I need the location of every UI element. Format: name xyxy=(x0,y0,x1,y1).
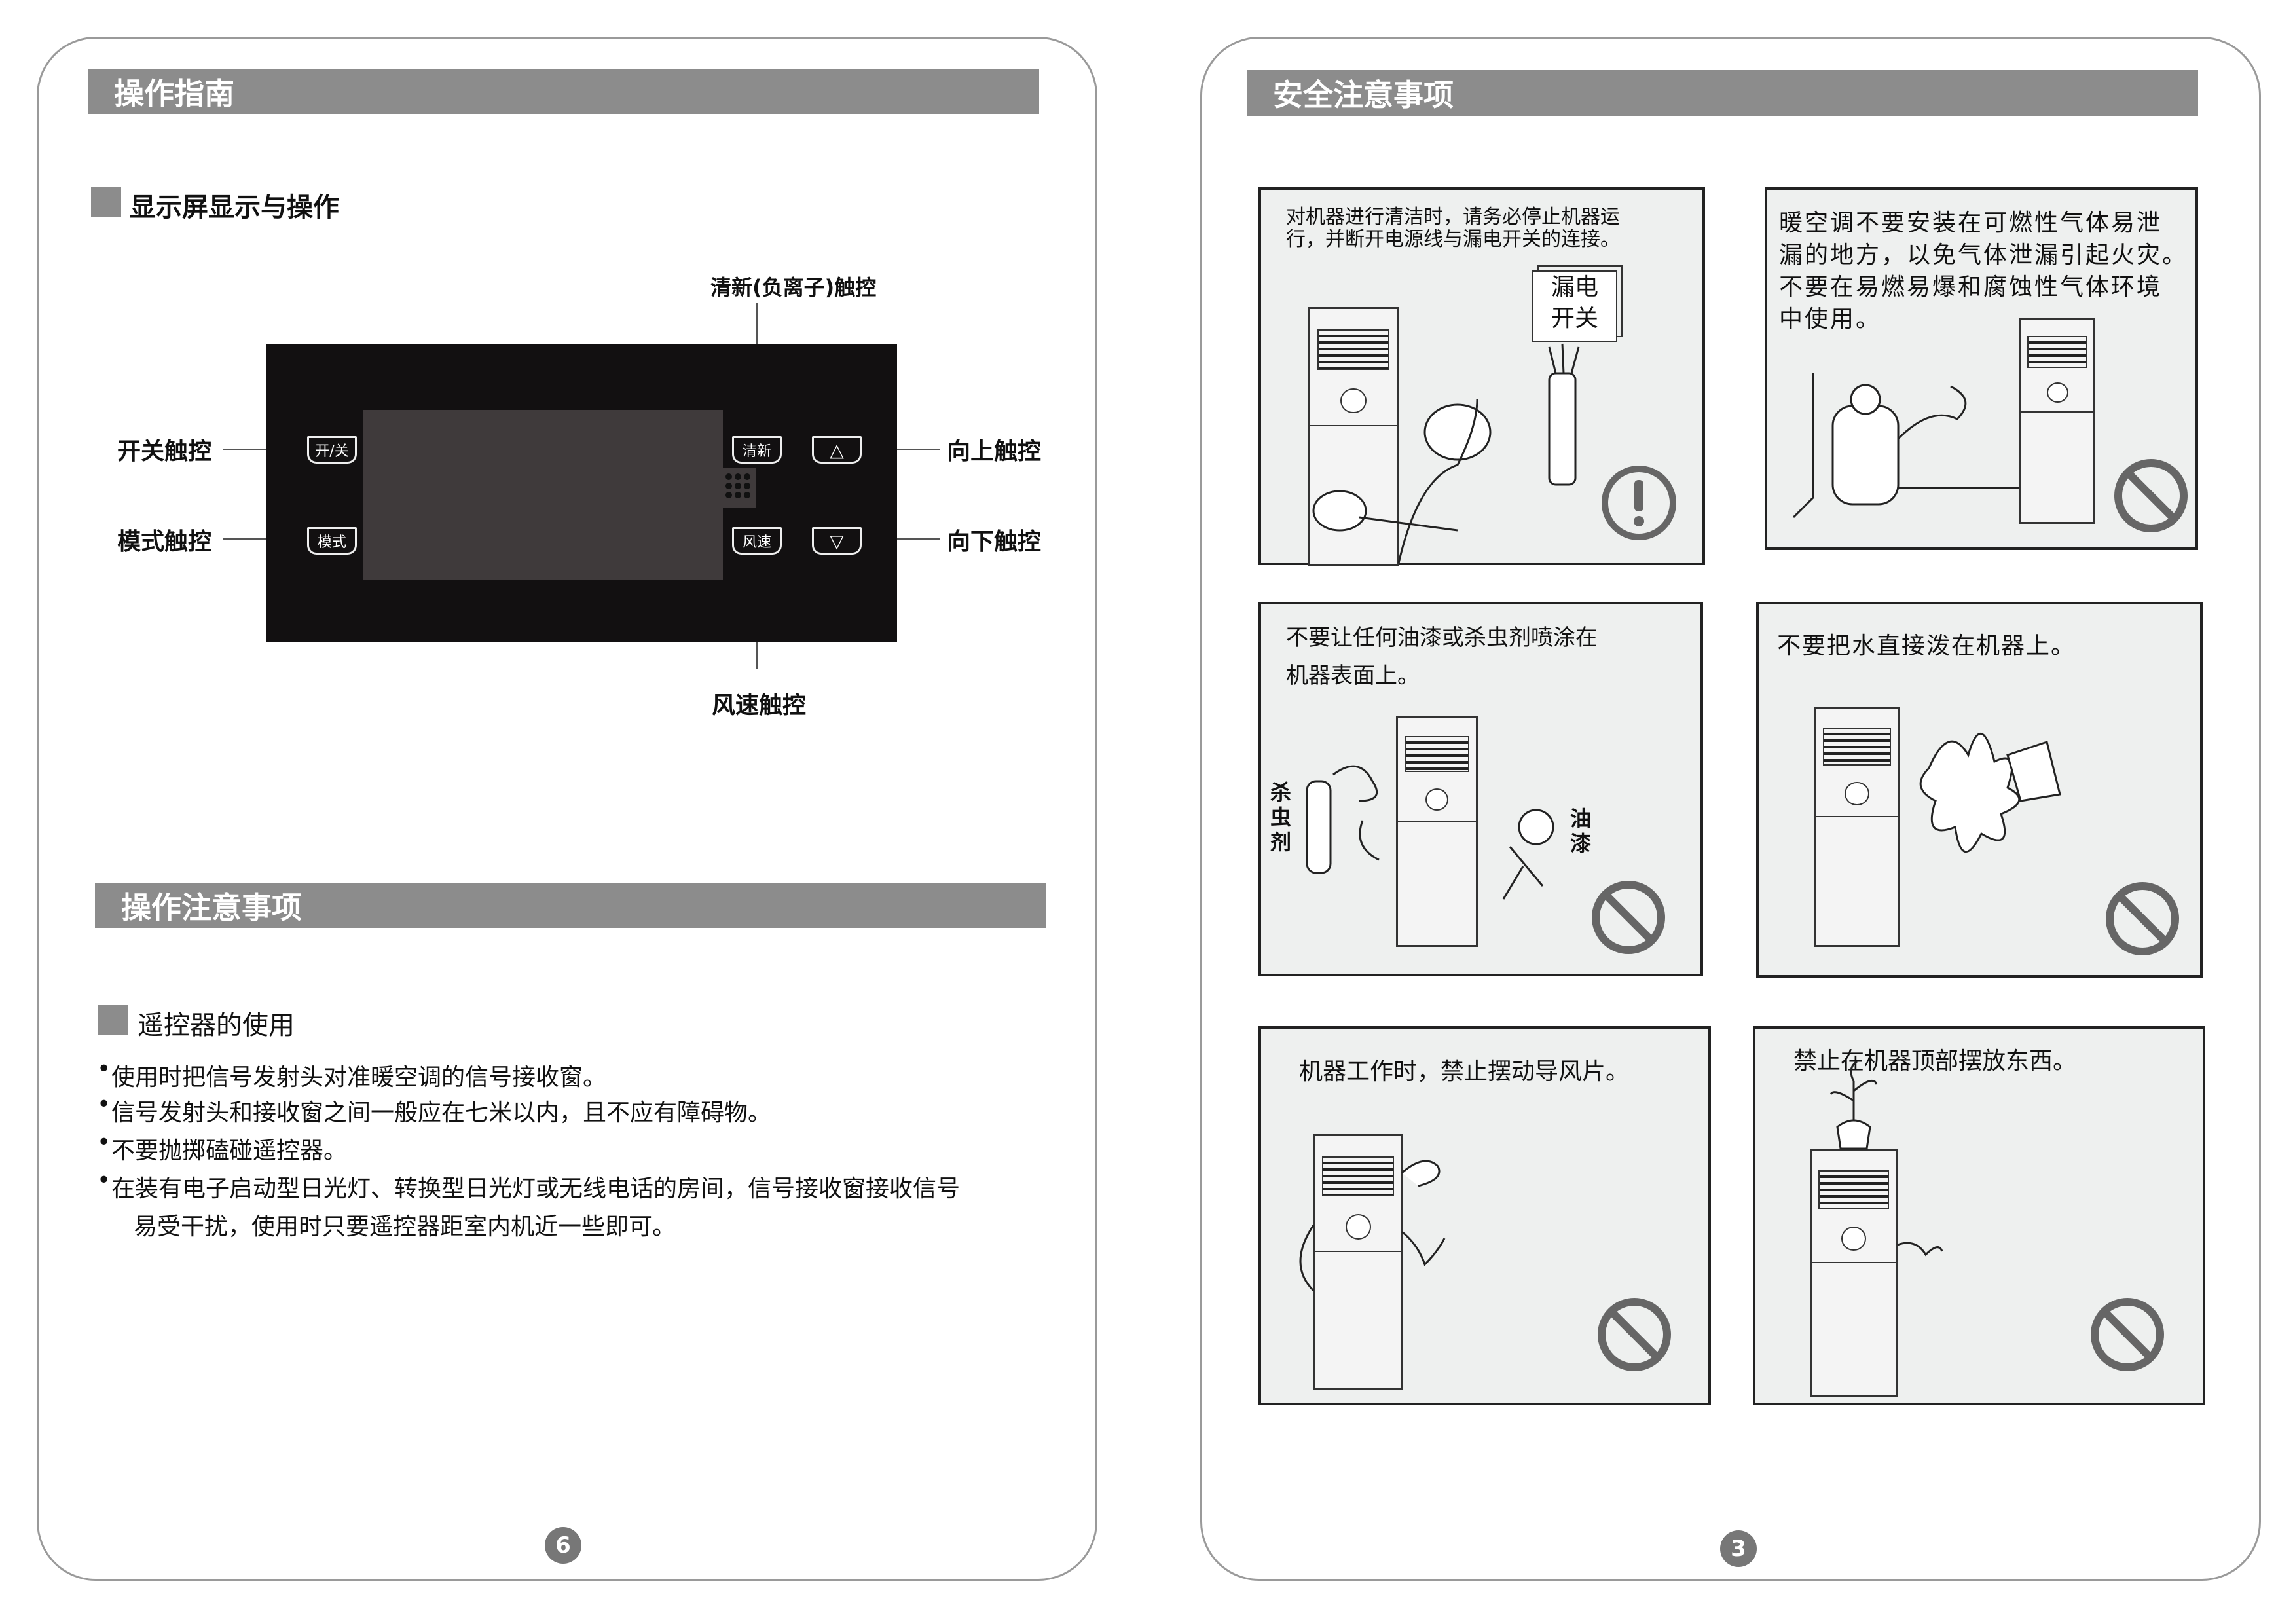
prohibited-icon xyxy=(1598,1298,1671,1371)
paint-label: 油漆 xyxy=(1570,806,1591,856)
leader-line xyxy=(756,303,758,344)
warning-text: 暖空调不要安装在可燃性气体易泄漏的地方，以免气体泄漏引起火灾。不要在易燃易爆和腐… xyxy=(1779,210,2188,333)
down-key[interactable]: ▽ xyxy=(812,527,862,555)
leader-line xyxy=(897,538,940,540)
leader-line xyxy=(223,449,266,450)
warning-text: 不要把水直接泼在机器上。 xyxy=(1777,633,2076,659)
up-key[interactable]: △ xyxy=(812,436,862,464)
prohibited-icon xyxy=(2106,882,2179,955)
warning-panel-cleaning: 对机器进行清洁时，请务必停止机器运行，并断开电源线与漏电开关的连接。 漏电开关 xyxy=(1258,187,1705,566)
warning-panel-paint-spray: 不要让任何油漆或杀虫剂喷涂在机器表面上。 杀虫剂 油漆 xyxy=(1258,602,1703,976)
bullet-item: 信号发射头和接收窗之间一般应在七米以内，且不应有障碍物。 xyxy=(97,1091,771,1128)
operation-guide-header: 操作指南 xyxy=(88,69,1039,114)
person-cleaning-illustration xyxy=(1312,343,1580,564)
section-marker xyxy=(91,187,121,217)
receiver-window xyxy=(723,468,756,507)
prohibited-icon xyxy=(2114,459,2188,532)
operation-notes-header: 操作注意事项 xyxy=(95,883,1046,928)
leakage-switch-box: 漏电开关 xyxy=(1532,270,1617,342)
page-number: 6 xyxy=(545,1527,581,1564)
control-panel: 开/关 模式 清新 风速 △ ▽ xyxy=(266,344,897,642)
warning-panel-water-splash: 不要把水直接泼在机器上。 xyxy=(1756,602,2203,978)
prohibited-icon xyxy=(2091,1298,2164,1371)
callout-mode: 模式触控 xyxy=(117,528,212,555)
section-marker xyxy=(98,1005,128,1035)
left-page xyxy=(37,37,1097,1581)
mode-key[interactable]: 模式 xyxy=(307,527,357,555)
bullet-item: 在装有电子启动型日光灯、转换型日光灯或无线电话的房间，信号接收窗接收信号 xyxy=(97,1167,960,1204)
ac-unit-illustration xyxy=(1396,716,1478,947)
callout-fan: 风速触控 xyxy=(712,692,807,719)
prohibited-icon xyxy=(1592,881,1665,954)
warning-text: 对机器进行清洁时，请务必停止机器运行，并断开电源线与漏电开关的连接。 xyxy=(1286,206,1620,251)
spray-illustration xyxy=(1306,765,1554,900)
callout-up: 向上触控 xyxy=(947,438,1042,465)
vase-illustration xyxy=(1829,1060,1943,1257)
display-section-title: 显示屏显示与操作 xyxy=(130,193,339,223)
warning-text: 机器工作时，禁止摆动导风片。 xyxy=(1299,1058,1630,1085)
warning-text: 禁止在机器顶部摆放东西。 xyxy=(1793,1048,2077,1075)
warning-text: 不要让任何油漆或杀虫剂喷涂在机器表面上。 xyxy=(1286,625,1598,689)
callout-down: 向下触控 xyxy=(947,528,1042,555)
exclamation-icon xyxy=(1602,466,1676,540)
gas-cylinder-illustration xyxy=(1792,373,2019,519)
bullet-item: 使用时把信号发射头对准暖空调的信号接收窗。 xyxy=(97,1056,606,1092)
callout-fresh: 清新(负离子)触控 xyxy=(710,275,877,300)
remote-section-title: 遥控器的使用 xyxy=(138,1010,295,1041)
leader-line xyxy=(897,449,940,450)
bullet-item: 不要抛掷磕碰遥控器。 xyxy=(97,1129,347,1166)
ac-unit-illustration xyxy=(2019,318,2095,524)
insecticide-label: 杀虫剂 xyxy=(1270,780,1291,855)
fan-key[interactable]: 风速 xyxy=(732,527,782,555)
power-key[interactable]: 开/关 xyxy=(307,436,357,464)
callout-power: 开关触控 xyxy=(117,438,212,465)
display-screen xyxy=(363,410,723,580)
fresh-key[interactable]: 清新 xyxy=(732,436,782,464)
bullet-continuation: 易受干扰，使用时只要遥控器距室内机近一些即可。 xyxy=(134,1213,676,1240)
ac-unit-illustration xyxy=(1814,707,1900,947)
warning-panel-louver: 机器工作时，禁止摆动导风片。 xyxy=(1258,1026,1711,1405)
water-splash-illustration xyxy=(1919,732,2061,853)
hand-illustration xyxy=(1299,1160,1446,1292)
warning-panel-flammable-gas: 暖空调不要安装在可燃性气体易泄漏的地方，以免气体泄漏引起火灾。不要在易燃易爆和腐… xyxy=(1765,187,2198,550)
page-number: 3 xyxy=(1720,1530,1757,1567)
leader-line xyxy=(756,642,758,669)
leader-line xyxy=(223,538,266,540)
warning-panel-top-objects: 禁止在机器顶部摆放东西。 xyxy=(1753,1026,2205,1405)
safety-notes-header: 安全注意事项 xyxy=(1247,70,2198,116)
ac-unit-illustration xyxy=(1313,1134,1403,1390)
